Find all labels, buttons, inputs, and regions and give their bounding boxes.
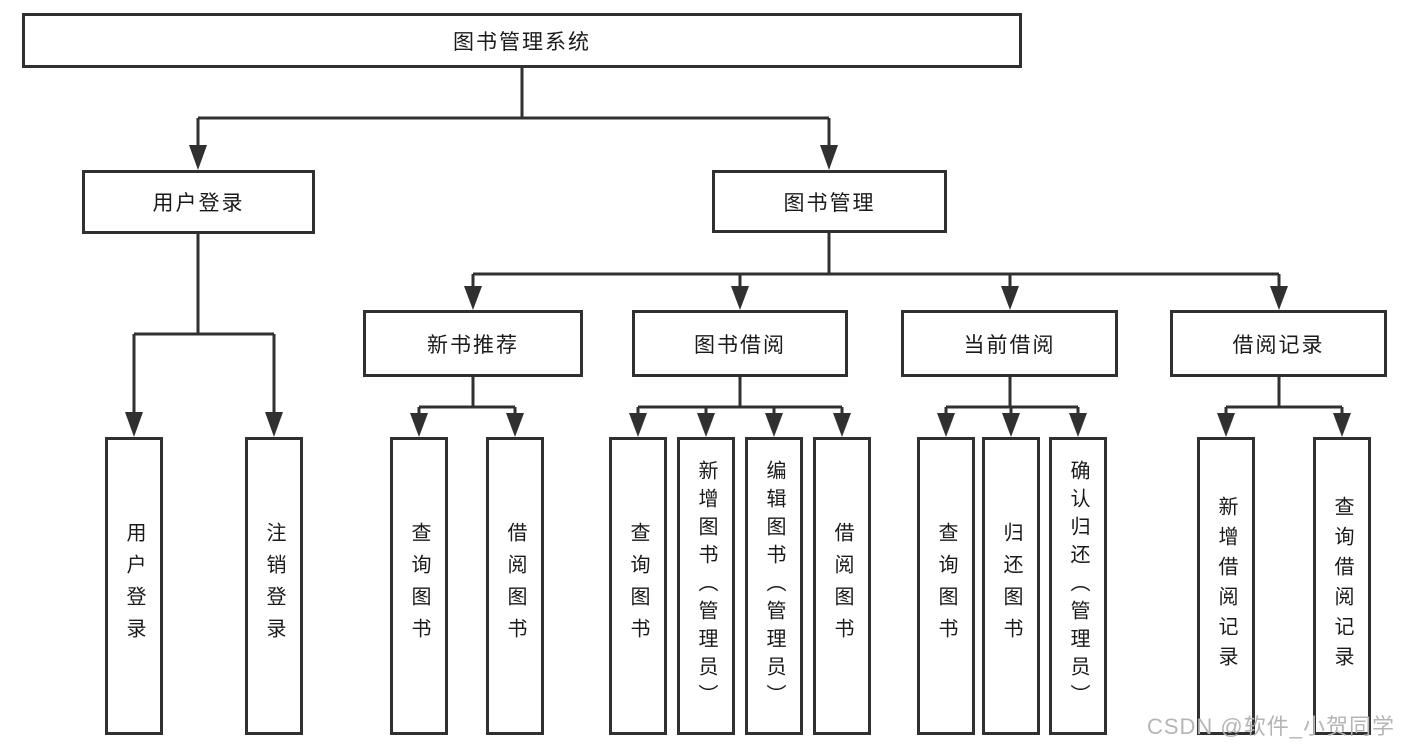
leaf-query-borrow-record: 查询借阅记录 <box>1313 437 1371 735</box>
arrowhead <box>1069 413 1087 437</box>
leaf-label: 编辑图书（管理员） <box>763 460 785 712</box>
leaf-user-login: 用户登录 <box>105 437 163 735</box>
arrowhead <box>697 413 715 437</box>
arrowhead <box>629 413 647 437</box>
leaf-confirm-return-admin: 确认归还（管理员） <box>1049 437 1107 735</box>
arrowhead <box>833 413 851 437</box>
leaf-borrow-books: 借阅图书 <box>813 437 871 735</box>
arrowhead <box>1333 413 1351 437</box>
node-user-login: 用户登录 <box>82 170 315 234</box>
leaf-label: 用户登录 <box>123 522 145 650</box>
node-book-borrow: 图书借阅 <box>632 310 848 377</box>
leaf-label: 查询图书 <box>627 522 649 650</box>
node-label: 借阅记录 <box>1232 333 1325 357</box>
csdn-watermark: CSDN @软件_小贺同学 <box>1146 714 1395 739</box>
connector-path <box>132 68 1344 415</box>
node-book-management: 图书管理 <box>712 170 947 233</box>
node-label: 图书借阅 <box>694 333 786 357</box>
arrowhead <box>265 412 283 437</box>
arrowhead <box>765 413 783 437</box>
leaf-logout: 注销登录 <box>245 437 303 735</box>
leaf-label: 查询图书 <box>408 522 430 650</box>
arrowhead <box>125 412 143 437</box>
arrowhead <box>464 286 482 310</box>
leaf-label: 借阅图书 <box>504 522 526 650</box>
node-label: 图书管理系统 <box>453 30 591 54</box>
leaf-edit-books-admin: 编辑图书（管理员） <box>745 437 803 735</box>
leaf-label: 查询借阅记录 <box>1331 496 1353 676</box>
arrowhead <box>820 145 838 170</box>
leaf-label: 借阅图书 <box>831 522 853 650</box>
node-current-borrow: 当前借阅 <box>901 310 1118 377</box>
node-label: 新书推荐 <box>427 333 519 357</box>
leaf-label: 确认归还（管理员） <box>1067 460 1089 712</box>
leaf-return-books: 归还图书 <box>982 437 1040 735</box>
leaf-query-books: 查询图书 <box>390 437 448 735</box>
leaf-add-borrow-record: 新增借阅记录 <box>1197 437 1255 735</box>
arrowhead <box>1002 413 1020 437</box>
node-borrow-records: 借阅记录 <box>1170 310 1387 377</box>
arrowhead <box>1217 413 1235 437</box>
node-new-book-recommend: 新书推荐 <box>363 310 583 377</box>
node-label: 当前借阅 <box>963 333 1056 357</box>
arrowhead <box>410 413 428 437</box>
node-label: 用户登录 <box>152 192 245 215</box>
leaf-label: 归还图书 <box>1000 522 1022 650</box>
leaf-query-books: 查询图书 <box>917 437 975 735</box>
leaf-label: 查询图书 <box>935 522 957 650</box>
node-library-system: 图书管理系统 <box>22 13 1022 68</box>
arrowhead <box>937 413 955 437</box>
leaf-query-books: 查询图书 <box>609 437 667 735</box>
arrowhead <box>189 145 207 170</box>
leaf-label: 新增借阅记录 <box>1215 496 1237 676</box>
arrowhead <box>506 413 524 437</box>
leaf-label: 注销登录 <box>263 522 285 650</box>
arrowhead <box>1270 286 1288 310</box>
arrowhead <box>1001 286 1019 310</box>
arrowhead <box>731 286 749 310</box>
node-label: 图书管理 <box>783 191 876 215</box>
leaf-add-books-admin: 新增图书（管理员） <box>677 437 735 735</box>
leaf-borrow-books: 借阅图书 <box>486 437 544 735</box>
leaf-label: 新增图书（管理员） <box>695 460 717 712</box>
